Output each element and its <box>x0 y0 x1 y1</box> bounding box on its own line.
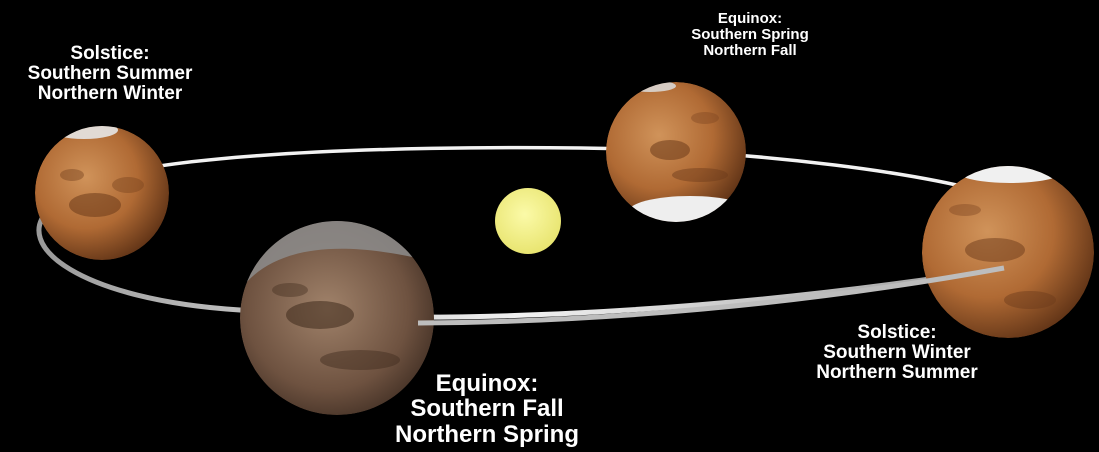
mars-bottom-right <box>922 166 1094 338</box>
label-equinox-southern-spring: Equinox: Southern Spring Northern Fall <box>691 11 809 59</box>
label-line: Northern Summer <box>816 362 978 384</box>
label-title: Solstice: <box>70 43 150 64</box>
sun <box>495 188 561 254</box>
label-title: Equinox: <box>435 370 539 397</box>
label-solstice-southern-summer: Solstice: Southern Summer Northern Winte… <box>27 43 193 105</box>
mars-top-right <box>606 82 746 222</box>
label-line: Southern Winter <box>823 342 971 364</box>
label-title: Solstice: <box>857 322 937 343</box>
label-line: Northern Spring <box>395 420 579 448</box>
label-line: Southern Fall <box>410 395 564 423</box>
label-solstice-southern-winter: Solstice: Southern Winter Northern Summe… <box>816 322 978 384</box>
label-line: Northern Winter <box>37 83 183 105</box>
label-title: Equinox: <box>717 10 783 27</box>
mars-top-left <box>35 126 169 260</box>
label-equinox-southern-fall: Equinox: Southern Fall Northern Spring <box>395 370 579 448</box>
label-line: Southern Summer <box>27 63 193 85</box>
label-line: Southern Spring <box>691 25 809 43</box>
label-line: Northern Fall <box>703 41 797 59</box>
